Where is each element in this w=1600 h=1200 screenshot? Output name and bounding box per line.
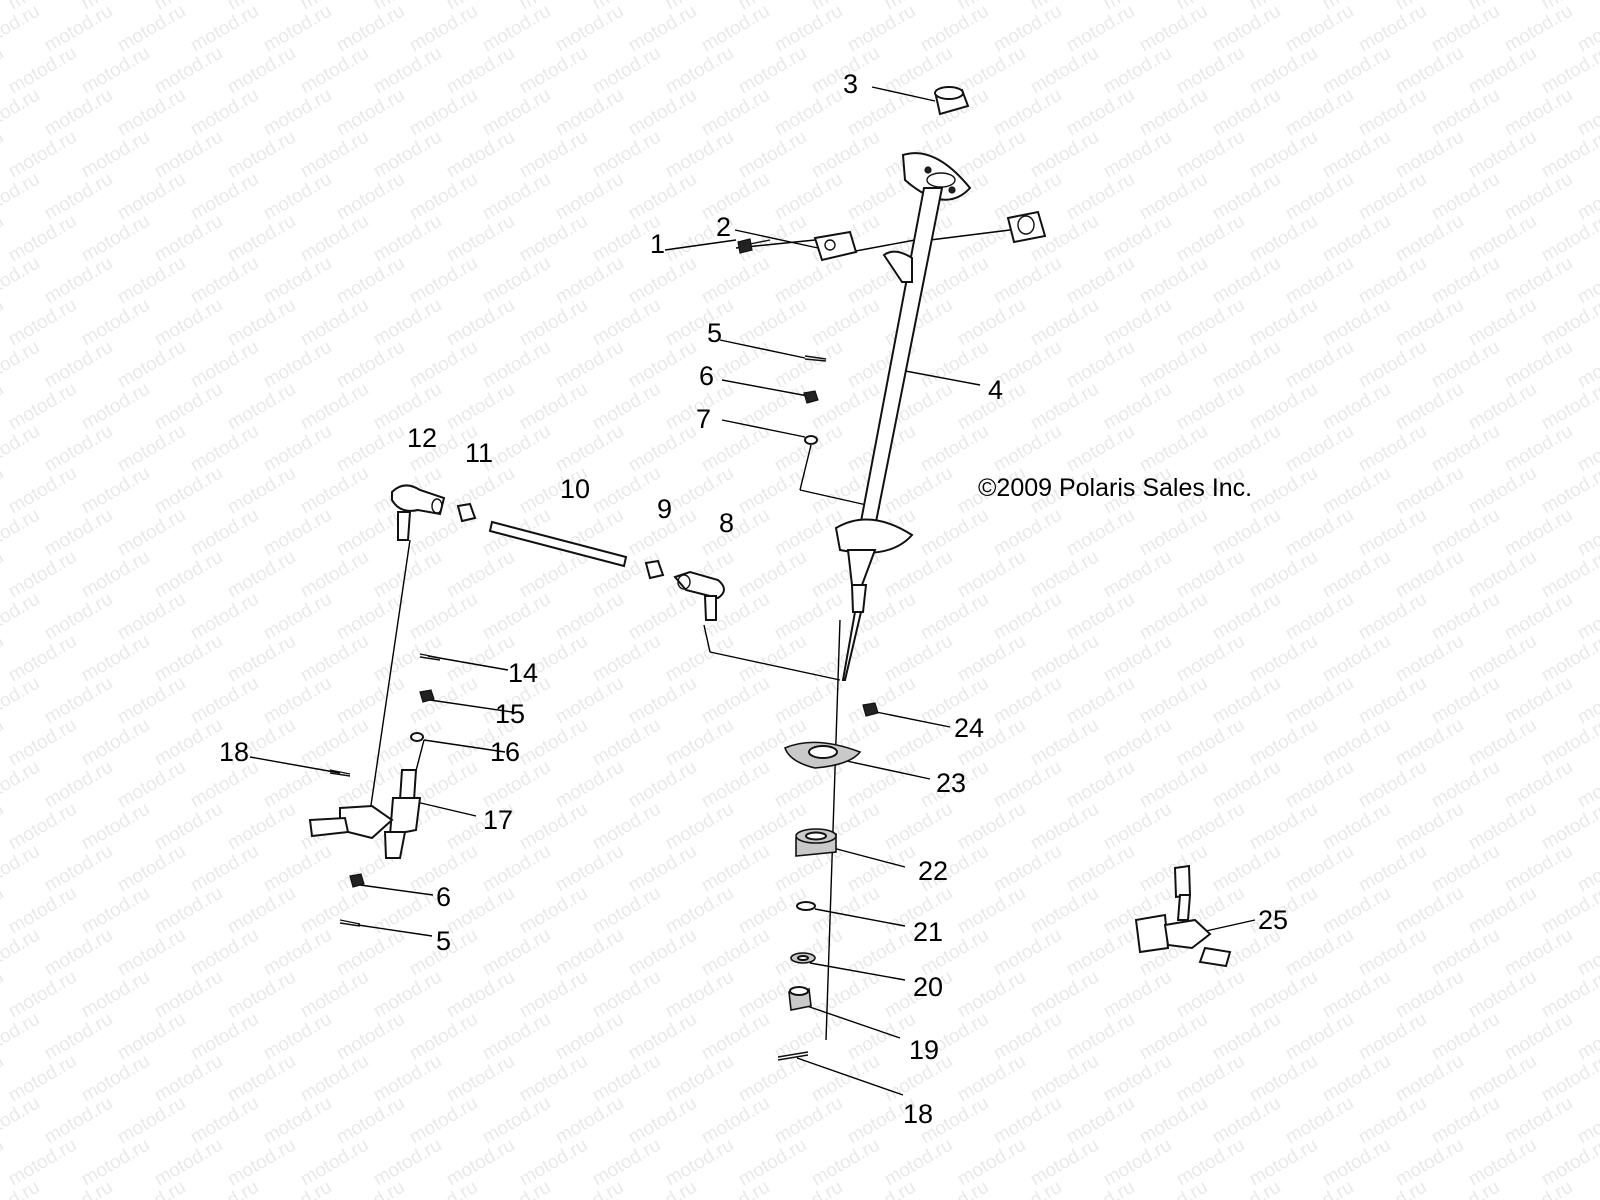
callout-20: 20 xyxy=(913,972,943,1002)
callout-6-lower: 6 xyxy=(436,882,451,912)
callout-22: 22 xyxy=(918,856,948,886)
leader-lines xyxy=(249,86,1256,1096)
callout-17: 17 xyxy=(483,805,513,835)
part-washer-21 xyxy=(796,901,816,911)
part-tie-rod-end-right xyxy=(673,570,725,621)
callout-7: 7 xyxy=(696,404,711,434)
callout-6-upper: 6 xyxy=(699,361,714,391)
callout-18-lower: 18 xyxy=(903,1099,933,1129)
part-cotter-pin-lower-left xyxy=(339,919,361,927)
part-bearing-flange xyxy=(783,741,862,769)
part-jam-nut-right xyxy=(644,559,665,580)
part-bushing xyxy=(795,828,837,857)
callout-5-lower: 5 xyxy=(436,926,451,956)
part-steering-post xyxy=(834,152,972,681)
callout-5-upper: 5 xyxy=(707,318,722,348)
callout-1: 1 xyxy=(650,229,665,259)
callout-9: 9 xyxy=(657,494,672,524)
callout-24: 24 xyxy=(954,713,984,743)
part-washer-left xyxy=(410,732,424,742)
part-nut xyxy=(803,390,819,404)
callout-16: 16 xyxy=(490,737,520,767)
callout-25: 25 xyxy=(1258,905,1288,935)
callout-15: 15 xyxy=(495,699,525,729)
part-spindle-left xyxy=(308,769,422,859)
part-nut-24 xyxy=(862,702,879,717)
callout-12: 12 xyxy=(407,423,437,453)
part-nut-lower-left xyxy=(349,873,365,888)
callout-4: 4 xyxy=(988,375,1003,405)
part-cap xyxy=(934,86,970,116)
part-spindle-right xyxy=(1134,864,1232,968)
callout-19: 19 xyxy=(909,1035,939,1065)
part-cotter-pin xyxy=(804,355,827,362)
part-castle-nut xyxy=(788,986,812,1011)
callout-21: 21 xyxy=(913,917,943,947)
callout-23: 23 xyxy=(936,768,966,798)
callout-18-left: 18 xyxy=(219,737,249,767)
part-cotter-pin-18-lower xyxy=(777,1051,809,1061)
callout-10: 10 xyxy=(560,474,590,504)
callout-14: 14 xyxy=(508,658,538,688)
part-washer-20 xyxy=(790,952,816,964)
callout-11: 11 xyxy=(465,438,493,468)
callout-8: 8 xyxy=(719,508,734,538)
part-tie-rod-end-left xyxy=(391,484,446,541)
callout-2: 2 xyxy=(716,212,731,242)
callout-labels: 1 2 3 4 5 6 7 8 9 10 11 12 14 15 16 18 1… xyxy=(219,69,1288,1129)
callout-3: 3 xyxy=(843,69,858,99)
part-jam-nut-left xyxy=(456,502,477,523)
part-washer xyxy=(804,435,818,445)
part-tie-rod xyxy=(488,520,628,568)
copyright-notice: ©2009 Polaris Sales Inc. xyxy=(978,474,1253,502)
